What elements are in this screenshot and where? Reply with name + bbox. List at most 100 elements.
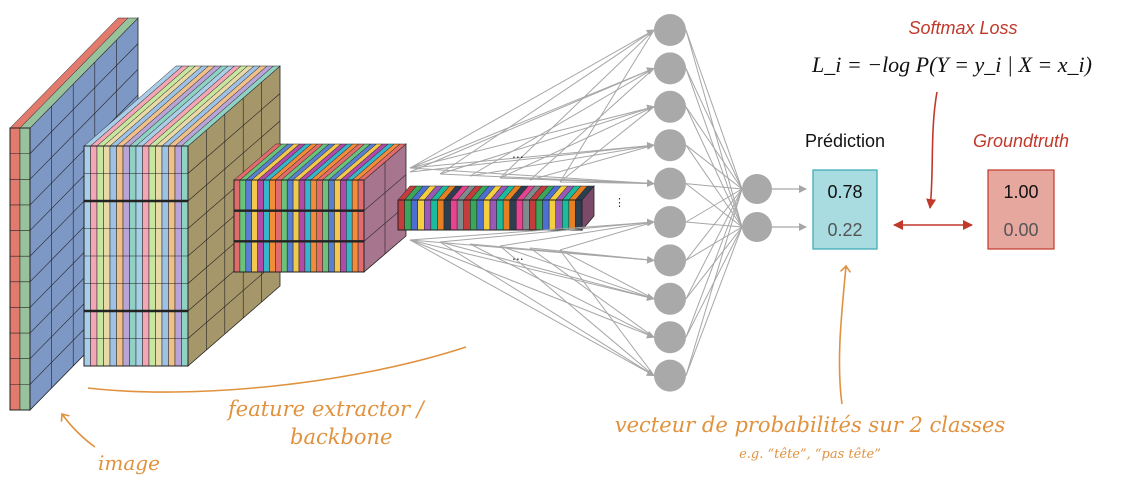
feature-vector-front-channel bbox=[535, 199, 543, 231]
feature-vector-front-channel bbox=[417, 199, 425, 231]
conv-block-2-front-channel bbox=[298, 179, 306, 273]
fc-nodes bbox=[654, 14, 772, 392]
input-edge bbox=[409, 239, 655, 302]
hidden-node bbox=[654, 282, 686, 315]
conv-block-2-front-channel bbox=[346, 179, 353, 273]
input-edge bbox=[469, 144, 655, 177]
extractor-label-line1: feature extractor / bbox=[226, 397, 426, 421]
feature-vector bbox=[397, 184, 595, 232]
input-edge bbox=[439, 29, 655, 175]
conv-block-2 bbox=[233, 143, 407, 273]
feature-vector-front-channel bbox=[463, 199, 471, 231]
input-edge bbox=[529, 144, 655, 181]
hidden-edge bbox=[685, 29, 743, 190]
feature-vector-front-channel bbox=[555, 199, 563, 231]
feature-vector-front-channel bbox=[483, 199, 491, 231]
conv-block-2-front-channel bbox=[263, 179, 270, 273]
hidden-node bbox=[654, 90, 686, 123]
conv-block-1-side-grid bbox=[187, 93, 281, 174]
feature-vector-front-channel bbox=[456, 199, 464, 231]
conv-block-1 bbox=[83, 65, 281, 367]
feature-vector-front-channel bbox=[522, 199, 530, 231]
hidden-edge bbox=[685, 68, 743, 190]
input-edge bbox=[439, 106, 655, 175]
input-edge bbox=[409, 104, 655, 169]
ellipsis-bottom: ... bbox=[512, 247, 524, 263]
conv-block-2-front-channel bbox=[233, 179, 241, 273]
ellipsis-vertical: ⋮ bbox=[614, 197, 625, 209]
input-edge bbox=[469, 243, 655, 338]
input-edge bbox=[559, 106, 655, 183]
hidden-edge bbox=[685, 188, 743, 376]
conv-block-2-outline bbox=[233, 179, 365, 273]
ellipsis-top: ... bbox=[512, 145, 524, 161]
hidden-node bbox=[654, 52, 686, 85]
input-edge bbox=[499, 106, 655, 179]
hidden-node bbox=[654, 359, 686, 392]
input-edge bbox=[409, 67, 655, 169]
feature-vector-outline bbox=[397, 199, 583, 231]
conv-block-2-front-channel bbox=[316, 179, 323, 273]
feature-vector-front-channel bbox=[496, 199, 504, 231]
hidden-edge bbox=[685, 144, 743, 190]
fc-connections bbox=[409, 29, 807, 377]
input-edge bbox=[559, 249, 655, 376]
vector-label: vecteur de probabilités sur 2 classes bbox=[615, 413, 1006, 437]
prediction-box bbox=[812, 169, 878, 250]
input-edge bbox=[409, 29, 655, 169]
hidden-node bbox=[654, 129, 686, 162]
conv-block-2-front-channel bbox=[292, 179, 300, 273]
conv-block-2-front-channel bbox=[251, 179, 258, 273]
input-edge bbox=[559, 249, 655, 300]
output-node bbox=[742, 174, 772, 204]
input-edge bbox=[559, 29, 655, 183]
feature-vector-front-channel bbox=[489, 199, 497, 231]
image-slab-front-channel bbox=[19, 127, 31, 411]
groundtruth-value-2: 0.00 bbox=[1003, 220, 1038, 240]
feature-vector-front-channel bbox=[443, 199, 451, 231]
feature-vector-front-channel bbox=[509, 199, 517, 231]
hidden-node bbox=[654, 14, 686, 46]
feature-extractor-blocks bbox=[9, 17, 595, 411]
hidden-edge bbox=[685, 183, 743, 190]
feature-vector-front-channel bbox=[404, 199, 412, 231]
input-edge bbox=[409, 239, 655, 377]
image-annotation-arrow bbox=[62, 414, 96, 448]
conv-block-2-front-channel bbox=[269, 179, 276, 273]
feature-vector-front-channel bbox=[430, 199, 438, 231]
input-edge bbox=[469, 67, 655, 177]
image-slab-side-grid bbox=[29, 43, 139, 154]
conv-block-2-front-channel bbox=[340, 179, 347, 273]
input-edge bbox=[499, 245, 655, 376]
feature-vector-front-channel bbox=[410, 199, 418, 231]
input-edge bbox=[409, 167, 655, 188]
feature-vector-front-channel bbox=[450, 199, 458, 231]
input-edge bbox=[439, 221, 655, 243]
feature-vector-front-channel bbox=[548, 199, 556, 231]
backbone-underline bbox=[87, 346, 467, 393]
feature-vector-front-channel bbox=[476, 199, 484, 231]
feature-vector-front-channel bbox=[568, 199, 576, 231]
groundtruth-box bbox=[987, 169, 1055, 250]
loss-formula: L_i = −log P(Y = y_i | X = x_i) bbox=[811, 52, 1092, 77]
input-edge bbox=[529, 247, 655, 261]
vector-example: e.g. “tête”, “pas tête” bbox=[739, 447, 881, 462]
feature-vector-front-channel bbox=[575, 199, 583, 231]
input-edge bbox=[409, 218, 655, 241]
conv-block-2-front-channel bbox=[328, 179, 335, 273]
hidden-edge bbox=[685, 106, 743, 190]
input-edge bbox=[409, 67, 655, 173]
feature-vector-front-channel bbox=[516, 199, 524, 231]
groundtruth-value-1: 1.00 bbox=[1003, 182, 1038, 202]
conv-block-2-front-channel bbox=[257, 179, 264, 273]
conv-block-2-front-channel bbox=[334, 179, 341, 273]
hidden-edge bbox=[685, 188, 743, 338]
prediction-value-2: 0.22 bbox=[827, 220, 862, 240]
hidden-edge bbox=[685, 226, 743, 376]
conv-block-2-front-channel bbox=[275, 179, 282, 273]
input-edge bbox=[409, 144, 655, 173]
feature-vector-front-channel bbox=[424, 199, 432, 231]
loss-arrow bbox=[926, 91, 938, 209]
extractor-label-line2: backbone bbox=[290, 425, 393, 449]
conv-block-1-side-grid bbox=[187, 120, 281, 202]
